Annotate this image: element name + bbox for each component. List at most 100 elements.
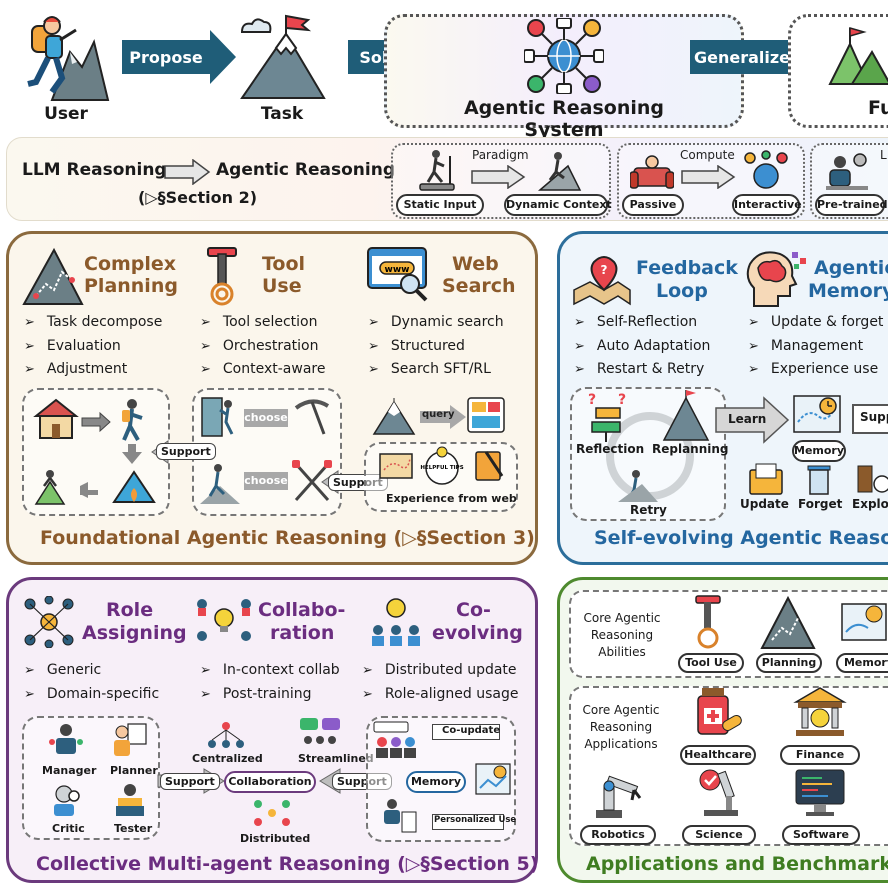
list-item: In-context collab (200, 659, 340, 683)
abilities-head: Core Agentic Reasoning Abilities (583, 611, 661, 659)
web-title-1: Web (452, 253, 499, 275)
climber-user-icon (27, 16, 110, 101)
www-text: www (385, 265, 410, 275)
snow-mountain-icon (372, 398, 416, 435)
list-item: Tool selection (200, 311, 325, 335)
update-folder-icon (749, 463, 783, 495)
llm-reasoning-label: LLM Reasoning (22, 160, 167, 180)
planning-pill: Planning (756, 653, 822, 673)
planning-title-2: Planning (84, 275, 178, 297)
svg-text:?: ? (601, 263, 608, 277)
coevolve-title-2: evolving (432, 622, 523, 644)
list-item: Domain-specific (24, 683, 159, 707)
mountain-flag-icon (240, 14, 326, 99)
memory-title-1: Agentic (814, 257, 888, 279)
list-item: Dynamic search (368, 311, 504, 335)
list-item: Auto Adaptation (574, 335, 711, 359)
robotics-pill: Robotics (580, 825, 656, 845)
app-memory-icon (841, 603, 887, 641)
manager-icon (49, 724, 83, 754)
list-item: Post-training (200, 683, 340, 707)
streamlined-chat-icon (300, 718, 340, 744)
list-item: Orchestration (200, 335, 325, 359)
passive-pill: Passive (622, 194, 684, 216)
section-2-label: (▷§Section 2) (138, 188, 258, 207)
compute-arrow-icon (681, 165, 736, 189)
feedback-title-2: Loop (656, 280, 708, 302)
centralized-label: Centralized (192, 752, 263, 765)
tester-icon (116, 784, 144, 816)
role-title-1: Role (106, 599, 154, 621)
forget-label: Forget (798, 497, 843, 511)
svg-text:?: ? (588, 392, 596, 408)
critic-label: Critic (52, 822, 85, 835)
web-list: Dynamic search Structured Search SFT/RL (368, 311, 504, 382)
coll-support-1: Support (160, 773, 220, 790)
notebook-pen-icon (475, 451, 504, 481)
tips-text: HELPFUL TIPS (420, 465, 463, 471)
science-microscope-icon (699, 769, 738, 816)
list-item: Adjustment (24, 358, 162, 382)
planning-list: Task decompose Evaluation Adjustment (24, 311, 162, 382)
coevolve-title-1: Co- (456, 599, 491, 621)
list-item: Context-aware (200, 358, 326, 382)
pickaxe-icon (294, 399, 330, 435)
co-update-tag (432, 724, 500, 740)
list-item: Structured (368, 335, 504, 359)
critic-icon (54, 785, 80, 816)
software-monitor-icon (795, 769, 845, 816)
propose-arrow: Propose (122, 30, 236, 84)
tool-title-1: Tool (262, 253, 306, 275)
list-item: Role-aligned usage (362, 683, 519, 707)
role-network-icon (24, 596, 74, 648)
memory-title-2: Memory (808, 280, 888, 302)
software-pill: Software (782, 825, 860, 845)
choose-label-2: choose (244, 472, 288, 490)
web-search-icon: www (367, 247, 428, 302)
paradigm-arrow-icon (471, 165, 526, 189)
user-label: User (44, 104, 88, 124)
co-update-label: Co-update (442, 725, 501, 736)
role-list: Generic Domain-specific (24, 659, 159, 706)
planning-title-1: Complex (84, 253, 177, 275)
trainer-person-icon (826, 153, 868, 190)
hiker-climb-icon (538, 152, 582, 191)
applications-head: Core Agentic Reasoning Applications (582, 703, 660, 751)
experience-label: Experience from web (386, 492, 517, 505)
healthcare-icon (697, 688, 742, 735)
list-item: Restart & Retry (574, 358, 710, 382)
list-item: Self-Reflection (574, 311, 710, 335)
list-item: Generic (24, 659, 159, 683)
compute-label: Compute (680, 148, 735, 162)
choose-label-1: choose (244, 409, 288, 427)
collab-list: In-context collab Post-training (200, 659, 340, 706)
memory-pill: Memory (792, 440, 846, 462)
dynamic-context-pill: Dynamic Context (504, 194, 612, 216)
interactive-globe-icon (744, 150, 788, 189)
manager-label: Manager (42, 764, 97, 777)
streamlined-label: Streamlined (298, 752, 374, 765)
list-item: Search SFT/RL (368, 358, 504, 382)
coevolve-memory-pill: Memory (406, 771, 466, 793)
personalized-label: Personalized Use (434, 815, 517, 825)
memory-map-icon (793, 395, 841, 433)
third-panel-label: L (880, 148, 887, 162)
app-mountain-icon (760, 595, 816, 649)
planning-mountain-icon (22, 247, 84, 305)
brain-head-icon (746, 251, 806, 307)
collective-footer: Collective Multi-agent Reasoning (▷§Sect… (36, 853, 539, 875)
update-label: Update (740, 497, 789, 511)
memory-app-pill: Memory (836, 653, 888, 673)
coevolve-team-icon (372, 598, 420, 646)
feedback-title-1: Feedback (636, 257, 738, 279)
collab-title-2: ration (270, 622, 335, 644)
distributed-team-icon (254, 800, 290, 826)
interactive-pill: Interactive (732, 194, 802, 216)
learn-label: Learn (728, 412, 767, 426)
media-gallery-icon (467, 397, 505, 433)
query-label: query (422, 409, 455, 420)
healthcare-pill: Healthcare (680, 745, 756, 765)
list-item: Task decompose (24, 311, 162, 335)
supp-box (852, 404, 888, 434)
agentic-reasoning-label: Agentic Reasoning (216, 160, 395, 180)
